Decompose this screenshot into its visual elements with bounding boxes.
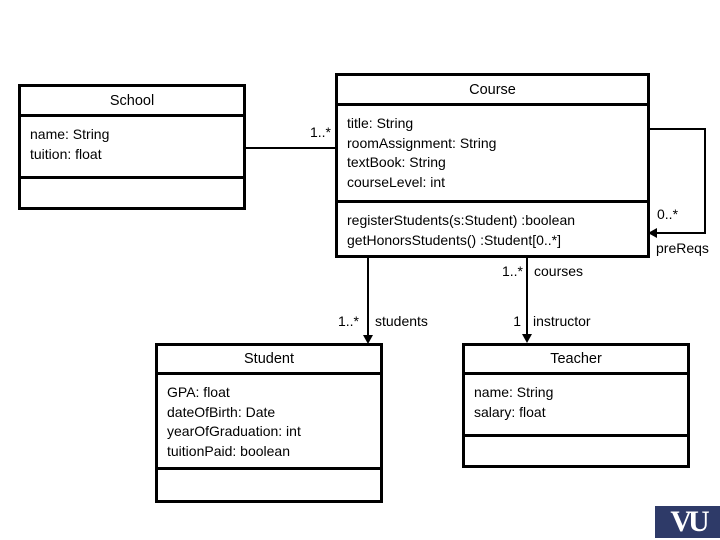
role-prereqs: preReqs bbox=[656, 240, 709, 256]
class-box-school: School name: String tuition: float bbox=[18, 84, 246, 210]
vu-logo: VU bbox=[655, 506, 720, 538]
attribute: name: String bbox=[30, 126, 110, 142]
role-instructor: instructor bbox=[533, 313, 591, 329]
association-course-teacher bbox=[526, 258, 528, 337]
attribute: roomAssignment: String bbox=[347, 134, 497, 151]
class-box-teacher: Teacher name: String salary: float bbox=[462, 343, 690, 468]
class-box-course: Course title: String roomAssignment: Str… bbox=[335, 73, 650, 258]
attribute: yearOfGraduation: int bbox=[167, 423, 301, 439]
methods-student-empty bbox=[158, 470, 380, 500]
multiplicity-prereqs: 0..* bbox=[657, 206, 679, 222]
attribute: textBook: String bbox=[347, 154, 446, 170]
arrowhead-instructor bbox=[522, 334, 532, 343]
association-prereqs-top bbox=[650, 128, 706, 130]
association-school-course bbox=[246, 147, 335, 149]
attribute: courseLevel: int bbox=[347, 173, 446, 190]
attribute: salary: float bbox=[474, 403, 546, 420]
method: getHonorsStudents() :Student[0..*] bbox=[347, 231, 562, 248]
association-prereqs-bottom bbox=[654, 232, 706, 234]
method: registerStudents(s:Student) :boolean bbox=[347, 212, 576, 228]
arrowhead-students bbox=[363, 335, 373, 344]
class-name-teacher: Teacher bbox=[465, 346, 687, 375]
methods-teacher-empty bbox=[465, 437, 687, 465]
class-name-school: School bbox=[21, 87, 243, 117]
attribute: GPA: float bbox=[167, 384, 230, 400]
attribute: dateOfBirth: Date bbox=[167, 403, 276, 420]
arrowhead-prereqs bbox=[648, 228, 657, 238]
attributes-teacher: name: String salary: float bbox=[465, 375, 687, 437]
attributes-school: name: String tuition: float bbox=[21, 117, 243, 179]
class-name-student: Student bbox=[158, 346, 380, 375]
multiplicity-courses: 1..* bbox=[501, 263, 523, 279]
association-course-student bbox=[367, 258, 369, 338]
multiplicity-school-course: 1..* bbox=[309, 124, 331, 140]
attribute: name: String bbox=[474, 384, 554, 400]
role-courses: courses bbox=[534, 263, 584, 279]
association-prereqs-right bbox=[704, 128, 706, 234]
attribute: tuitionPaid: boolean bbox=[167, 442, 290, 459]
attributes-course: title: String roomAssignment: String tex… bbox=[338, 106, 647, 203]
methods-school-empty bbox=[21, 179, 243, 207]
methods-course: registerStudents(s:Student) :boolean get… bbox=[338, 203, 647, 255]
class-name-course: Course bbox=[338, 76, 647, 106]
multiplicity-instructor: 1 bbox=[513, 313, 521, 329]
attribute: tuition: float bbox=[30, 145, 102, 162]
multiplicity-students: 1..* bbox=[337, 313, 359, 329]
class-box-student: Student GPA: float dateOfBirth: Date yea… bbox=[155, 343, 383, 503]
attribute: title: String bbox=[347, 115, 414, 131]
attributes-student: GPA: float dateOfBirth: Date yearOfGradu… bbox=[158, 375, 380, 470]
role-students: students bbox=[375, 313, 428, 329]
